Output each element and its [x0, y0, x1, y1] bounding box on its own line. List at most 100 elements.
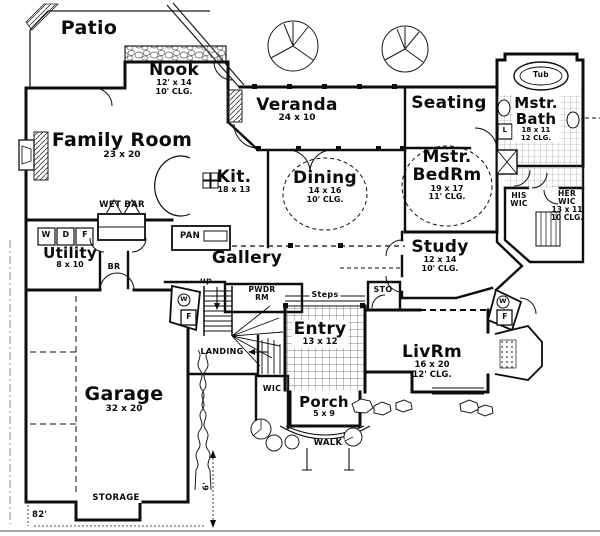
dashed-lines [9, 117, 600, 524]
liv-rm-label: LivRm 16 x 20 12' CLG. [402, 343, 462, 380]
wood-box-right-label: W [499, 297, 507, 305]
walkway [302, 448, 354, 471]
veranda-label: Veranda 24 x 10 [256, 96, 337, 124]
closet-name: HER [557, 189, 577, 198]
room-name: Utility [43, 244, 97, 262]
room-dims: 12' x 14 [156, 78, 192, 88]
mstr-bath-label: Mstr. Bath 18 x 11 12 CLG. [512, 94, 560, 143]
door-arcs [89, 61, 559, 315]
stairs [203, 286, 284, 374]
room-dims: 32 x 20 [105, 403, 143, 414]
kitchen-island [154, 155, 219, 217]
kitchen-label: Kit. 18 x 13 [217, 168, 252, 195]
steps-label: Steps [309, 290, 341, 300]
fireplace-right-label: F [502, 312, 508, 321]
wood-box-left-label: W [180, 295, 188, 303]
porch-label: Porch 5 x 9 [299, 394, 349, 419]
room-name: Entry [291, 319, 349, 339]
window-band [432, 387, 484, 395]
mstr-bedrm-label: Mstr. BedRm 19 x 17 11' CLG. [413, 148, 482, 202]
closet-dims: 13 x 11 [551, 205, 583, 215]
bush-icon [250, 418, 363, 452]
gallery-label: Gallery [211, 248, 283, 268]
pwdr-rm-label: PWDR RM [248, 285, 276, 302]
room-clg: 10' CLG. [155, 86, 193, 96]
linen-cabinet [497, 123, 513, 140]
walk-label: WALK [311, 438, 345, 449]
dimension-lines [0, 454, 600, 532]
room-name: Veranda [256, 95, 338, 115]
wic-shelving [535, 211, 561, 247]
patio-outline [25, 3, 210, 88]
patio-label: Patio [60, 17, 118, 39]
freezer-label: F [82, 230, 88, 239]
side-dimension: 6' [201, 482, 211, 491]
shrub-strip [194, 349, 212, 491]
room-dims: 16 x 20 [414, 360, 450, 371]
room-name: BedRm [412, 165, 482, 186]
up-label: up [199, 276, 213, 285]
room-name: Porch [299, 393, 349, 411]
washer-label: W [41, 230, 51, 239]
closet-name: WIC [510, 199, 528, 209]
shower-icon [496, 149, 518, 175]
room-dims: 14 x 16 [308, 186, 342, 196]
room-name: Garage [84, 383, 164, 405]
room-dims: 18 x 13 [217, 185, 251, 195]
her-wic-label: HER WIC 13 x 11 10 CLG. [550, 189, 584, 223]
nook-label: Nook 12' x 14 10' CLG. [149, 61, 199, 97]
closet-name: WIC [558, 197, 576, 207]
br-label: BR [107, 262, 121, 271]
tub-label: Tub [533, 70, 549, 79]
storage-label: STORAGE [90, 493, 142, 504]
room-name: Bath [512, 111, 560, 127]
sto-label: STO [373, 285, 393, 294]
tub-icon [513, 61, 569, 91]
room-name: PWDR [248, 285, 276, 294]
boulders [351, 398, 494, 417]
room-dims: 19 x 17 [430, 183, 464, 193]
sink-icon [497, 99, 511, 117]
up-arrow [214, 287, 268, 355]
dryer-label: D [62, 230, 70, 239]
garage-label: Garage 32 x 20 [85, 384, 164, 414]
room-name: Family Room [51, 129, 193, 151]
seating-label: Seating [411, 93, 487, 113]
fireplace-left [169, 284, 201, 332]
landing-label: LANDING [200, 347, 244, 356]
his-wic-label: HIS WIC [510, 191, 528, 209]
room-name: Nook [148, 60, 200, 80]
closet-name: HIS [511, 191, 527, 200]
room-dims: 18 x 11 [512, 127, 560, 135]
family-room-label: Family Room 23 x 20 [52, 130, 192, 160]
toilet-icon [566, 111, 580, 129]
room-dims: 13 x 12 [291, 338, 349, 348]
room-name: Study [411, 237, 469, 257]
room-name: LivRm [401, 342, 463, 362]
closet-clg: 10 CLG. [550, 213, 584, 223]
room-name: Dining [293, 168, 357, 188]
utility-appliances [37, 227, 94, 246]
room-clg: 12 CLG. [512, 134, 560, 143]
room-clg: 10' CLG. [306, 194, 344, 204]
fireplace-left-label: F [186, 312, 192, 321]
room-name: Mstr. [512, 94, 560, 112]
room-name: Mstr. [422, 147, 472, 167]
room-dims: 24 x 10 [278, 113, 316, 124]
pantry-label: PAN [177, 231, 203, 242]
tree-icon [267, 20, 429, 73]
room-clg: 11' CLG. [428, 192, 466, 202]
room-clg: 12' CLG. [412, 369, 452, 380]
front-width-dimension: 82' [32, 510, 48, 520]
room-clg: 10' CLG. [421, 263, 459, 273]
linen-label: L [502, 126, 508, 134]
wet-bar [97, 198, 146, 241]
room-dims: 23 x 20 [103, 149, 141, 160]
bay-window [494, 324, 543, 381]
room-dims: 12 x 14 [423, 255, 457, 265]
wet-bar-label: WET BAR [99, 200, 145, 210]
fireplace-right [486, 288, 523, 332]
utility-label: Utility 8 x 10 [43, 245, 97, 270]
room-name: Kit. [216, 167, 252, 187]
